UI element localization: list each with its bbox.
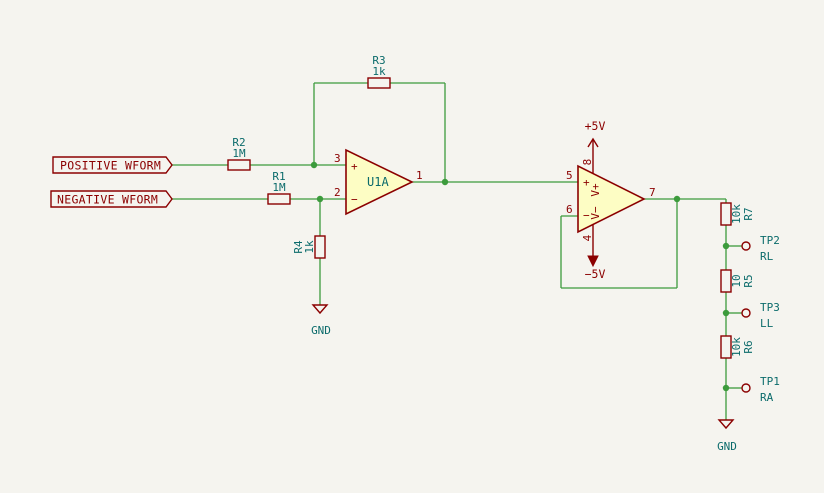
u1a-pin-3: 3 xyxy=(334,152,341,165)
ground-left[interactable]: GND xyxy=(311,304,331,337)
u1b-vneg-label: V− xyxy=(589,206,602,220)
testpoint-tp1[interactable]: TP1 RA xyxy=(741,375,780,404)
gnd-left-label: GND xyxy=(311,324,331,337)
r4-ref: R4 xyxy=(292,240,305,254)
r5-ref: R5 xyxy=(742,274,755,287)
u1a-ref: U1A xyxy=(367,175,389,189)
r1-value: 1M xyxy=(272,181,286,194)
r6-ref: R6 xyxy=(742,340,755,353)
resistor-r7[interactable]: 10k R7 xyxy=(720,202,755,226)
r2-value: 1M xyxy=(232,147,246,160)
resistor-r2[interactable]: R2 1M xyxy=(227,136,251,171)
u1a-pin-2: 2 xyxy=(334,186,341,199)
junction-dot xyxy=(722,242,730,250)
wires xyxy=(172,82,742,420)
r3-ref: R3 xyxy=(372,54,385,67)
r7-ref: R7 xyxy=(742,207,755,220)
u1b-minus-sign: − xyxy=(583,209,590,222)
opamp-u1a[interactable]: + − U1A 3 2 1 xyxy=(334,148,423,216)
u1a-plus-sign: + xyxy=(351,160,358,173)
u1a-pin-1: 1 xyxy=(416,169,423,182)
r1-ref: R1 xyxy=(272,170,285,183)
u1a-minus-sign: − xyxy=(351,193,358,206)
u1b-pin-6: 6 xyxy=(566,203,573,216)
tp3-ref: TP3 xyxy=(760,301,780,314)
vneg-label: −5V xyxy=(585,267,606,281)
u1b-pin-4: 4 xyxy=(581,234,594,241)
gnd-right-label: GND xyxy=(717,440,737,453)
resistor-r6[interactable]: 10k R6 xyxy=(720,335,755,359)
junction-dot xyxy=(310,161,318,169)
u1b-pin-8: 8 xyxy=(581,159,594,166)
junction-dot xyxy=(722,384,730,392)
tp2-name: RL xyxy=(760,250,774,263)
r4-value: 1k xyxy=(303,240,316,254)
junctions xyxy=(310,161,730,392)
ground-right[interactable]: GND xyxy=(717,419,737,453)
label-negative-wform[interactable]: NEGATIVE WFORM xyxy=(50,190,173,208)
junction-dot xyxy=(441,178,449,186)
testpoint-tp2[interactable]: TP2 RL xyxy=(741,234,780,263)
u1b-plus-sign: + xyxy=(583,176,590,189)
tp1-name: RA xyxy=(760,391,774,404)
opamp-u1b[interactable]: + − V+ V− 5 6 7 8 4 xyxy=(566,140,656,256)
junction-dot xyxy=(673,195,681,203)
resistor-r4[interactable]: R4 1k xyxy=(292,235,326,259)
u1b-vpos-label: V+ xyxy=(589,183,602,197)
junction-dot xyxy=(722,309,730,317)
testpoint-tp3[interactable]: TP3 LL xyxy=(741,301,780,330)
u1b-pin-7: 7 xyxy=(649,186,656,199)
label-negative-wform-text: NEGATIVE WFORM xyxy=(57,193,158,207)
resistor-r3[interactable]: R3 1k xyxy=(367,54,391,89)
u1b-pin-5: 5 xyxy=(566,169,573,182)
r6-value: 10k xyxy=(730,337,743,357)
power-vpos[interactable]: +5V xyxy=(585,119,606,148)
tp3-name: LL xyxy=(760,317,774,330)
r7-value: 10k xyxy=(730,204,743,224)
r5-value: 10 xyxy=(730,274,743,287)
resistor-r1[interactable]: R1 1M xyxy=(267,170,291,205)
r3-value: 1k xyxy=(372,65,386,78)
tp1-ref: TP1 xyxy=(760,375,780,388)
resistor-r5[interactable]: 10 R5 xyxy=(720,269,755,293)
label-positive-wform-text: POSITIVE WFORM xyxy=(60,159,161,173)
tp2-ref: TP2 xyxy=(760,234,780,247)
r2-ref: R2 xyxy=(232,136,245,149)
power-vneg[interactable]: −5V xyxy=(585,255,606,281)
junction-dot xyxy=(316,195,324,203)
label-positive-wform[interactable]: POSITIVE WFORM xyxy=(52,156,173,174)
vpos-label: +5V xyxy=(585,119,606,133)
